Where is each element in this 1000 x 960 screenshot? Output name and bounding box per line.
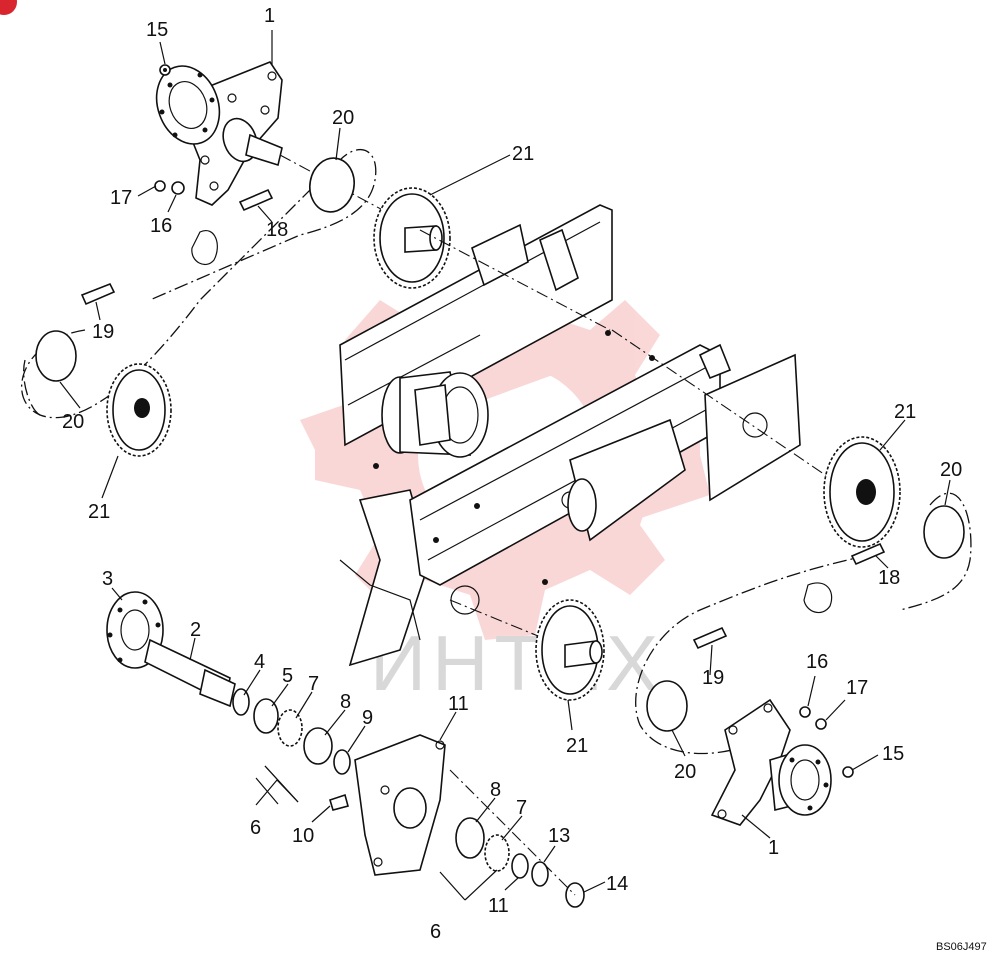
drive-motor <box>381 371 597 532</box>
upper-left-chain-loop <box>21 149 377 419</box>
sprocket-upper <box>373 187 451 289</box>
callout-c11b: 11 <box>488 895 509 917</box>
callout-c13: 13 <box>548 825 570 847</box>
callout-c15b: 15 <box>882 743 904 765</box>
watermark-text: ИНТЕХ <box>370 619 664 707</box>
right-chain-loop <box>635 492 972 755</box>
callout-c8a: 8 <box>340 691 351 713</box>
callout-labels: 1 15 20 21 17 16 18 19 20 21 21 20 18 3 … <box>62 5 962 943</box>
callout-c20a: 20 <box>332 107 354 129</box>
callout-c15a: 15 <box>146 19 168 41</box>
callout-c20d: 20 <box>674 761 696 783</box>
seal-ring-upper <box>309 157 355 213</box>
callout-c7a: 7 <box>308 673 319 695</box>
callout-c8b: 8 <box>490 779 501 801</box>
leader-lines <box>59 30 951 901</box>
callout-c18b: 18 <box>878 567 900 589</box>
axle-shaft-assembly <box>106 591 585 908</box>
corner-badge <box>0 0 17 15</box>
callout-c10: 10 <box>292 825 314 847</box>
callout-c4: 4 <box>254 651 265 673</box>
callout-c18a: 18 <box>266 219 288 241</box>
callout-c3: 3 <box>102 568 113 590</box>
callout-c11a: 11 <box>448 693 469 715</box>
callout-c16a: 16 <box>150 215 172 237</box>
callout-c14: 14 <box>606 873 628 895</box>
callout-c20b: 20 <box>62 411 84 433</box>
callout-c21a: 21 <box>512 143 534 165</box>
callout-c19b: 19 <box>702 667 724 689</box>
callout-c6b: 6 <box>430 921 441 943</box>
seal-ring-right <box>923 505 965 559</box>
callout-c16b: 16 <box>806 651 828 673</box>
callout-c21b: 21 <box>88 501 110 523</box>
callout-c2: 2 <box>190 619 201 641</box>
callout-c20c: 20 <box>940 459 962 481</box>
sprocket-right <box>823 436 901 548</box>
seal-ring-lower-right <box>646 680 688 732</box>
motor-mount-right <box>710 698 854 826</box>
callout-c9: 9 <box>362 707 373 729</box>
motor-mount-upper <box>155 61 421 231</box>
callout-c7b: 7 <box>516 797 527 819</box>
seal-ring-left <box>35 330 77 382</box>
callout-c17b: 17 <box>846 677 868 699</box>
drawing-reference: BS06J497 <box>936 941 987 953</box>
callout-c17a: 17 <box>110 187 132 209</box>
callout-c21d: 21 <box>566 735 588 757</box>
callout-c1a: 1 <box>264 5 275 27</box>
callout-c21c: 21 <box>894 401 916 423</box>
callout-c1b: 1 <box>768 837 779 859</box>
callout-c19a: 19 <box>92 321 114 343</box>
callout-c6a: 6 <box>250 817 261 839</box>
sprocket-lower-middle <box>535 599 605 701</box>
sprocket-left <box>106 363 172 457</box>
callout-c5: 5 <box>282 665 293 687</box>
